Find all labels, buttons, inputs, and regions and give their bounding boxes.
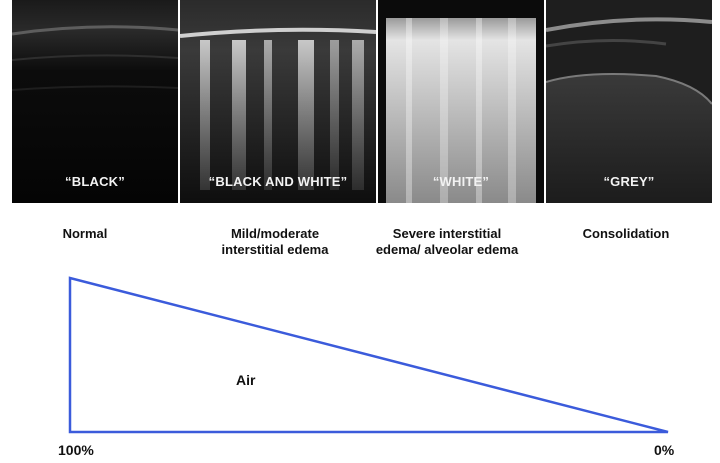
air-triangle-shape <box>68 276 669 434</box>
ultrasound-image-black-and-white: “BLACK AND WHITE” <box>180 0 376 203</box>
caption-mild-moderate-edema: Mild/moderate interstitial edema <box>221 226 329 257</box>
caption-consolidation: Consolidation <box>582 226 670 241</box>
ultrasound-grey-graphic <box>546 0 712 203</box>
ultrasound-panels: “BLACK” “BLACK <box>12 0 712 203</box>
air-percent-right: 0% <box>654 442 675 458</box>
panel-tag-grey: “GREY” <box>603 174 655 189</box>
caption-severe-edema: Severe interstitial edema/ alveolar edem… <box>375 226 519 257</box>
panel-tag-white: “WHITE” <box>432 174 490 189</box>
caption-normal: Normal <box>62 226 108 241</box>
air-percent-left: 100% <box>58 442 94 458</box>
ultrasound-black-white-graphic <box>180 0 376 203</box>
ultrasound-image-white: “WHITE” <box>378 0 544 203</box>
ultrasound-image-black: “BLACK” <box>12 0 178 203</box>
ultrasound-image-grey: “GREY” <box>546 0 712 203</box>
panel-tag-black: “BLACK” <box>65 174 125 189</box>
ultrasound-black-graphic <box>12 0 178 203</box>
panel-tag-black-and-white: “BLACK AND WHITE” <box>208 174 348 189</box>
air-label: Air <box>236 372 256 388</box>
ultrasound-white-graphic <box>378 0 544 203</box>
